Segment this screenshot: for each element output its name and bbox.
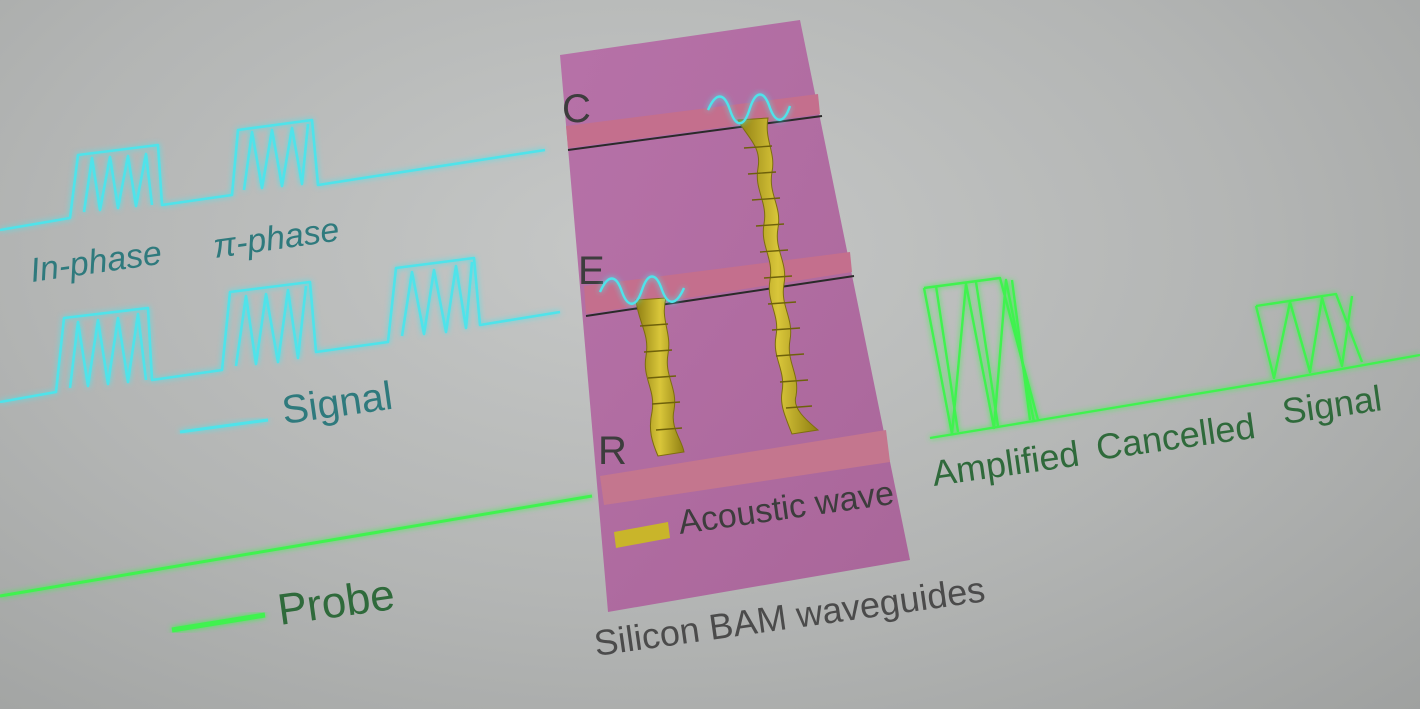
acoustic-legend-swatch [614,522,670,548]
signal-legend-label: Signal [279,374,395,433]
input-pulse-train-top [0,118,546,232]
probe-beam [0,494,593,598]
optical-wave-c [706,93,792,125]
optical-wave-e [598,275,686,305]
waveguide-r [600,430,890,505]
signal-legend-swatch [179,418,269,434]
acoustic-wave-long [737,117,820,435]
signal-output-label: Signal [1279,377,1384,432]
acoustic-wave-short [635,297,685,457]
waveguide-c-edge [567,115,823,151]
pi-phase-label: π-phase [211,211,342,266]
amplified-label: Amplified [929,433,1081,494]
input-pulse-train-middle [0,256,561,404]
bam-chip: C E R Acoustic wave [560,20,910,612]
cancelled-label: Cancelled [1093,405,1257,468]
in-phase-label: In-phase [28,234,164,290]
probe-legend-swatch [171,612,266,633]
waveguide-c-label: C [562,87,591,131]
probe-legend-label: Probe [275,570,398,635]
output-pulse-train [922,276,1420,440]
waveguide-c [566,94,820,148]
waveguide-r-label: R [598,429,627,473]
waveguide-e-label: E [578,249,605,293]
waveguide-e-edge [585,275,855,317]
